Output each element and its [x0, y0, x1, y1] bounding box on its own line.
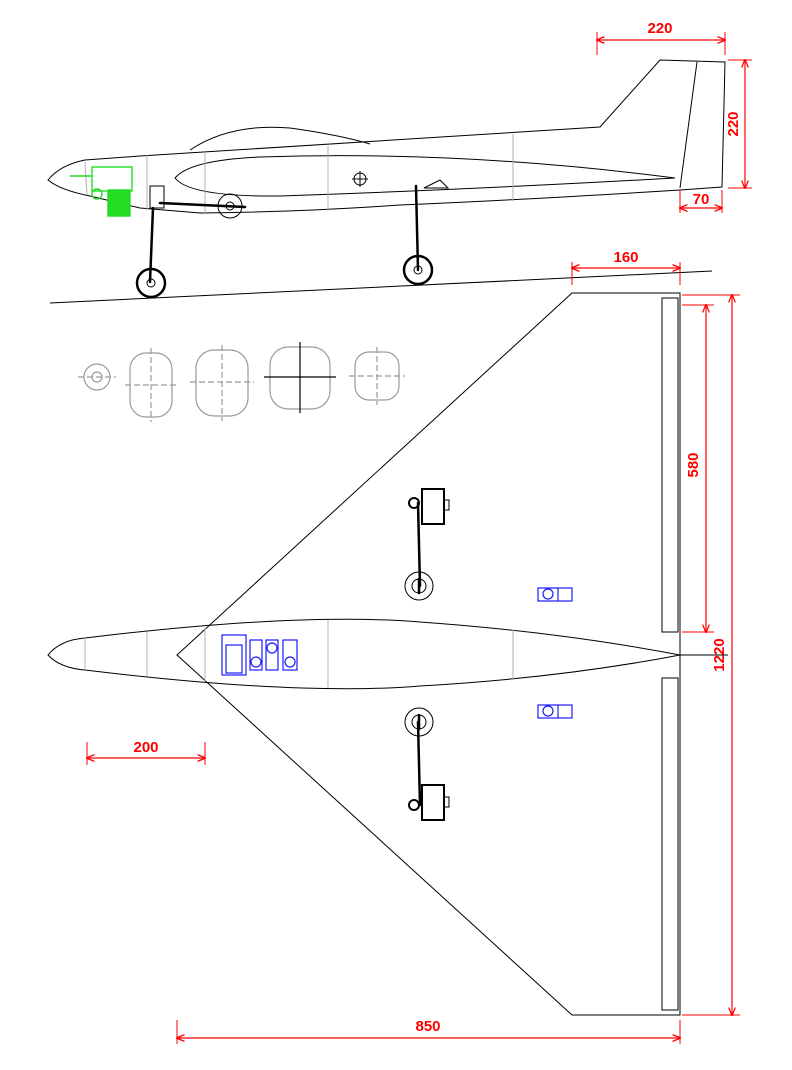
- wing-outline: [176, 292, 681, 1016]
- dimensions: 220 220 70 160 580: [87, 20, 752, 1044]
- elevon-servo-upper: [537, 587, 573, 602]
- dim-scale-bar: 200: [87, 739, 205, 765]
- ground-line: [49, 270, 713, 304]
- engine: [70, 166, 133, 217]
- dim-fin-root-label: 70: [693, 191, 710, 208]
- top-main-gear-lower: [404, 707, 450, 821]
- dim-fin-root: 70: [680, 190, 722, 213]
- side-wing-root-airfoil: [174, 155, 676, 197]
- elevon-upper: [661, 297, 679, 633]
- dim-elevon-span-label: 580: [685, 452, 702, 477]
- side-nose-gear: [135, 185, 167, 299]
- cross-sections: [78, 342, 405, 422]
- side-main-gear: [402, 179, 450, 286]
- section-2: [125, 348, 177, 422]
- dim-fin-height-label: 220: [725, 111, 742, 136]
- dim-elevon-chord: 160: [572, 249, 680, 285]
- dim-fin-span-label: 220: [647, 20, 672, 37]
- section-4: [264, 342, 336, 413]
- side-canopy: [189, 126, 371, 151]
- section-1: [78, 363, 116, 391]
- dim-fin-height: 220: [725, 60, 752, 188]
- dim-wing-root-label: 850: [415, 1018, 440, 1035]
- dim-wing-root: 850: [177, 1018, 680, 1044]
- side-spinner-joint: [84, 161, 88, 196]
- side-fin-hinge: [679, 61, 698, 189]
- top-fuselage-outline: [47, 618, 681, 690]
- top-view: [47, 292, 728, 1016]
- top-main-gear-upper: [404, 488, 450, 601]
- section-5: [349, 347, 405, 405]
- elevon-lower: [661, 677, 679, 1011]
- side-view: [47, 59, 726, 304]
- dim-scale-bar-label: 200: [133, 739, 158, 756]
- dim-elevon-span: 580: [682, 305, 714, 632]
- section-3: [190, 345, 254, 421]
- side-cg-mark: [352, 171, 368, 187]
- elevon-servo-lower: [537, 704, 573, 719]
- dim-wing-span: 1220: [682, 295, 740, 1015]
- dim-fin-span: 220: [597, 20, 725, 55]
- dim-elevon-chord-label: 160: [613, 249, 638, 266]
- dim-wing-span-label: 1220: [711, 638, 728, 671]
- fuselage-servo-tray: [221, 634, 298, 676]
